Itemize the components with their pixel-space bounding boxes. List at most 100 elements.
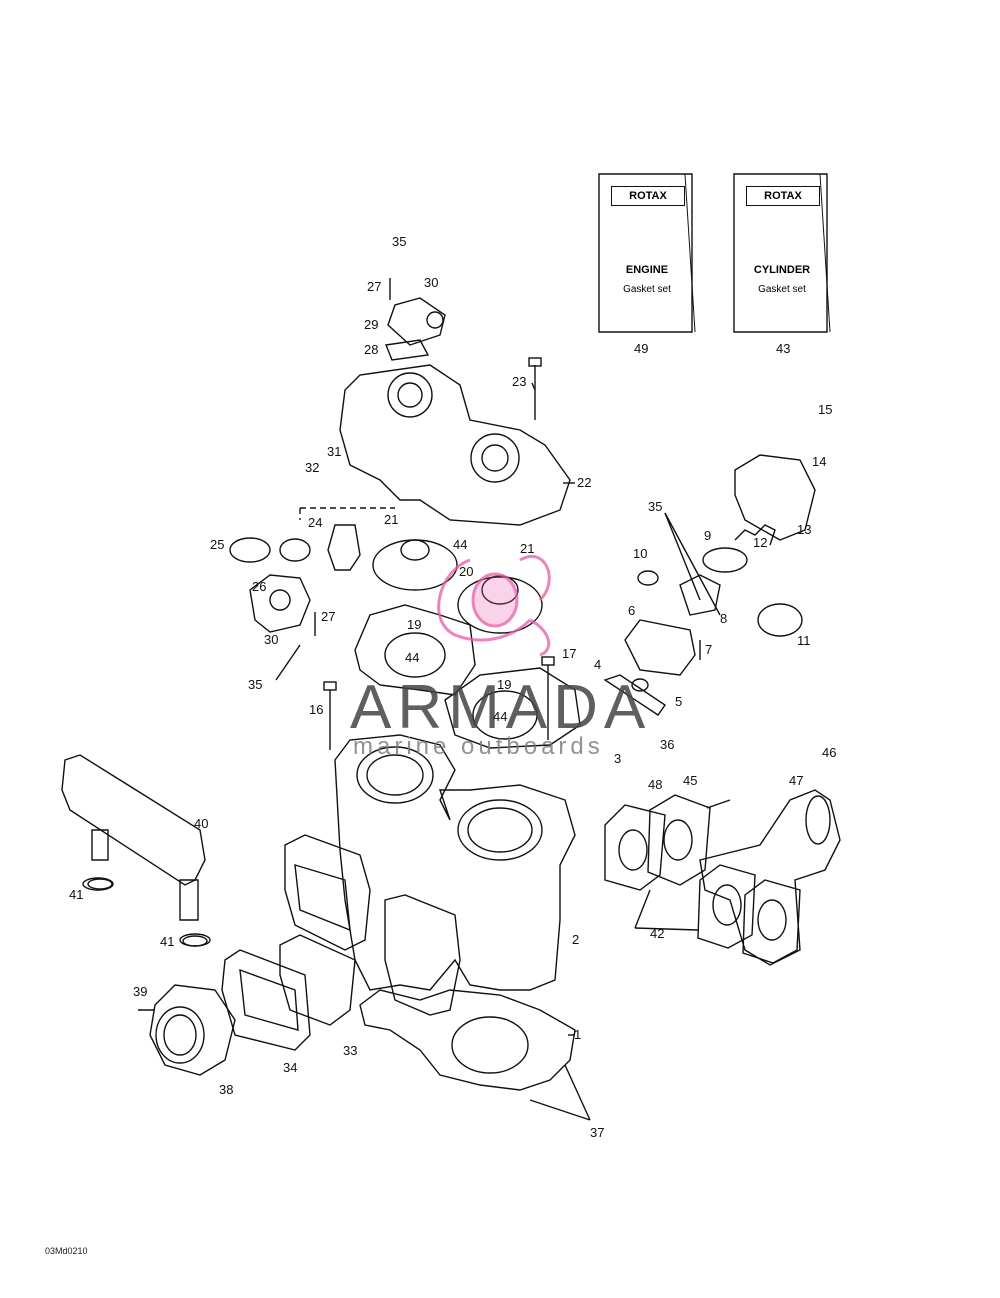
- kit-line2: Gasket set: [758, 284, 806, 295]
- seal-4: [603, 674, 666, 716]
- part-label: 48: [648, 777, 663, 792]
- part-label: 38: [219, 1082, 234, 1097]
- watermark-subtext: marine outboards: [353, 733, 604, 760]
- rotary-valve-cover: [284, 834, 371, 951]
- part-label: 40: [194, 816, 209, 831]
- part-label: 8: [720, 611, 728, 626]
- part-label: 41: [160, 934, 175, 949]
- part-label: 7: [705, 642, 713, 657]
- cylinder-block: [334, 734, 576, 991]
- part-label: 25: [210, 537, 225, 552]
- part-label: 6: [628, 603, 636, 618]
- part-label: 13: [797, 522, 812, 537]
- part-label: 32: [305, 460, 320, 475]
- part-label: 15: [818, 402, 833, 417]
- part-label: 12: [753, 535, 768, 550]
- base-gasket: [359, 989, 576, 1091]
- o-ring-25: [229, 537, 271, 563]
- gasket-42b: [647, 794, 711, 886]
- thermostat-housing: [387, 297, 446, 346]
- spring-12: [734, 524, 776, 546]
- part-label: 4: [594, 657, 602, 672]
- part-label: 42: [650, 926, 665, 941]
- rotary-valve-cover-13: [734, 454, 816, 541]
- part-label: 33: [343, 1043, 358, 1058]
- part-label: 23: [512, 374, 527, 389]
- part-label: 9: [704, 528, 712, 543]
- part-label: 21: [384, 512, 399, 527]
- valve-housing-6: [624, 619, 696, 676]
- part-label: 29: [364, 317, 379, 332]
- carb-flange: [149, 984, 236, 1076]
- part-label: 39: [133, 984, 148, 999]
- part-label: 16: [309, 702, 324, 717]
- watermark-emblem: [437, 554, 551, 657]
- clamp-41a: [87, 878, 113, 890]
- water-outlet-26: [249, 574, 311, 633]
- washer-9: [702, 547, 748, 573]
- part-label: 21: [520, 541, 535, 556]
- part-label: 34: [283, 1060, 298, 1075]
- part-label: 11: [797, 633, 811, 648]
- part-label: 10: [633, 546, 648, 561]
- figure-code: 03Md0210: [45, 1246, 88, 1256]
- gasket-24: [279, 538, 311, 562]
- part-label: 30: [264, 632, 279, 647]
- cylinder-bore-1: [356, 746, 434, 804]
- gasket-33: [279, 934, 356, 1026]
- kit-line1: ENGINE: [625, 264, 669, 276]
- kit-line1: CYLINDER: [753, 264, 811, 276]
- part-label: 44: [405, 650, 420, 665]
- part-label: 35: [248, 677, 263, 692]
- part-label: 28: [364, 342, 379, 357]
- part-label: 47: [789, 773, 804, 788]
- cylinder-bore-2: [457, 799, 543, 861]
- part-label: 44: [453, 537, 468, 552]
- head-cover: [457, 576, 543, 634]
- reed-valve-34: [221, 949, 311, 1051]
- rotax-logo: ROTAX: [611, 186, 685, 206]
- part-label: 35: [392, 234, 407, 249]
- head-port-1: [387, 372, 433, 418]
- clamp-41b: [182, 935, 208, 947]
- head-port-2: [470, 433, 520, 483]
- part-label: 31: [327, 444, 342, 459]
- rotax-logo: ROTAX: [746, 186, 820, 206]
- part-label: 19: [497, 677, 512, 692]
- part-label: 36: [660, 737, 675, 752]
- part-label: 35: [648, 499, 663, 514]
- cylinder-gasket-set: ROTAX CYLINDER Gasket set: [732, 172, 832, 337]
- exhaust-hose: [61, 754, 206, 886]
- kit-box-outline: [598, 173, 696, 333]
- cylinder-head: [339, 364, 571, 526]
- o-ring-10: [637, 570, 659, 586]
- o-ring-11: [757, 603, 803, 637]
- gasket-42a: [604, 804, 666, 891]
- part-label: 45: [683, 773, 698, 788]
- part-label: 41: [69, 887, 84, 902]
- part-label: 22: [577, 475, 592, 490]
- part-label: 5: [675, 694, 683, 709]
- part-label: 26: [252, 579, 267, 594]
- part-label: 43: [776, 341, 791, 356]
- part-label: 1: [574, 1027, 582, 1042]
- part-label: 17: [562, 646, 577, 661]
- part-label: 24: [308, 515, 323, 530]
- kit-box-outline: [733, 173, 831, 333]
- valve-8: [679, 574, 721, 616]
- part-label: 27: [367, 279, 382, 294]
- watermark-text: ARMADA: [350, 673, 652, 742]
- engine-gasket-set: ROTAX ENGINE Gasket set: [597, 172, 697, 337]
- part-label: 3: [614, 751, 622, 766]
- part-label: 20: [459, 564, 474, 579]
- part-label: 14: [812, 454, 827, 469]
- part-label: 30: [424, 275, 439, 290]
- part-label: 2: [572, 932, 580, 947]
- gasket-42d: [742, 879, 801, 964]
- part-label: 27: [321, 609, 336, 624]
- head-gasket-2: [444, 667, 581, 749]
- part-label: 46: [822, 745, 837, 760]
- head-gasket-1: [354, 604, 476, 696]
- part-label: 49: [634, 341, 649, 356]
- exhaust-manifold: [699, 789, 841, 966]
